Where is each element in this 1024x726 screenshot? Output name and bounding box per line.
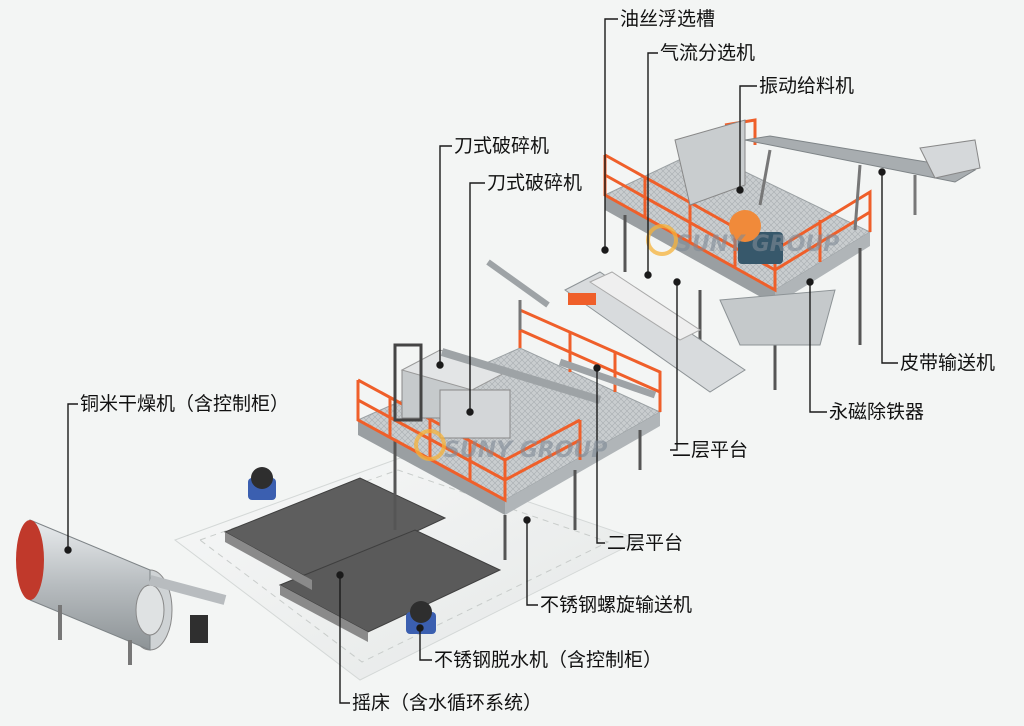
label-second-platform-2: 二层平台 — [607, 532, 684, 554]
flotation-trough-illustration — [486, 259, 746, 393]
label-knife-crusher-1: 刀式破碎机 — [454, 135, 550, 157]
label-shaking-table: 摇床（含水循环系统） — [352, 692, 543, 714]
label-magnetic-separator: 永磁除铁器 — [829, 401, 925, 423]
belt-conveyor-illustration — [744, 135, 981, 231]
label-vibrating-feeder: 振动给料机 — [759, 75, 855, 97]
shaking-table-illustration — [223, 477, 502, 642]
label-dewatering-machine: 不锈钢脱水机（含控制柜） — [434, 649, 663, 671]
label-copper-dryer: 铜米干燥机（含控制柜） — [80, 393, 290, 415]
dewatering-machine-illustration — [248, 467, 436, 634]
watermark-text-lower: SUNY GROUP — [444, 438, 608, 463]
label-second-platform-1: 二层平台 — [672, 439, 749, 461]
label-belt-conveyor: 皮带输送机 — [900, 352, 996, 374]
label-air-separator: 气流分选机 — [660, 42, 756, 64]
watermark-text-upper: SUNY GROUP — [676, 232, 840, 257]
lower-platform-illustration — [356, 307, 662, 560]
label-screw-conveyor: 不锈钢螺旋输送机 — [540, 594, 693, 616]
leader-lines — [64, 18, 898, 704]
label-knife-crusher-2: 刀式破碎机 — [487, 172, 583, 194]
label-oil-silk-flotation: 油丝浮选槽 — [620, 8, 716, 30]
copper-dryer-illustration — [16, 519, 227, 665]
